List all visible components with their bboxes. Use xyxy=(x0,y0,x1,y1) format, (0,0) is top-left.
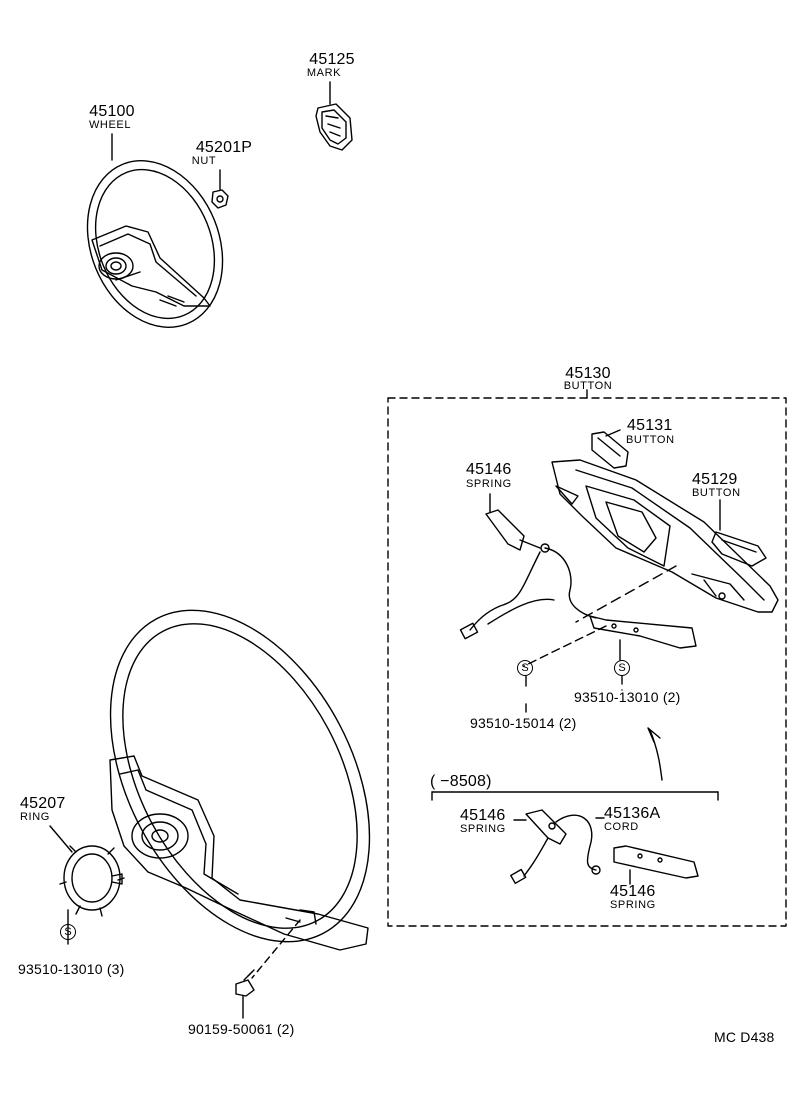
arrow xyxy=(649,729,663,781)
wheel-number: 45100 xyxy=(89,103,135,120)
button-b-number: 45129 xyxy=(692,471,738,488)
mark-number: 45125 xyxy=(309,51,355,68)
spring-right-name: SPRING xyxy=(610,899,656,911)
wheel-name: WHEEL xyxy=(88,119,132,131)
ring-name: RING xyxy=(20,811,50,823)
button-assembly-name: BUTTON xyxy=(563,380,613,392)
spring-left-name: SPRING xyxy=(460,823,506,835)
range-note: ( −8508) xyxy=(430,773,492,790)
cord-name: CORD xyxy=(604,821,639,833)
bolt-part xyxy=(235,969,255,1019)
button-b-part xyxy=(711,499,767,567)
align-line xyxy=(575,565,677,623)
screw-13010-3: 93510-13010 (3) xyxy=(18,961,125,977)
spring-right-number: 45146 xyxy=(610,883,656,900)
spring-top-number: 45146 xyxy=(466,461,512,478)
button-a-name: BUTTON xyxy=(626,434,675,446)
cord-assembly xyxy=(510,809,699,885)
mark-name: MARK xyxy=(306,67,342,79)
range-bracket xyxy=(431,791,719,801)
lower-wheel xyxy=(109,609,371,979)
contact-plate xyxy=(523,615,697,667)
button-assembly-number: 45130 xyxy=(565,365,611,382)
screw-symbol-1: S xyxy=(517,660,533,676)
cord-number: 45136A xyxy=(604,805,661,822)
upper-wheel xyxy=(86,133,224,328)
button-pad xyxy=(551,459,779,613)
nut-part xyxy=(211,169,229,209)
spring-top-name: SPRING xyxy=(466,478,512,490)
button-a-part xyxy=(591,429,629,469)
diagram-code: MC D438 xyxy=(714,1029,775,1045)
button-a-number: 45131 xyxy=(627,417,673,434)
button-b-name: BUTTON xyxy=(692,487,741,499)
screw-15014-2: 93510-15014 (2) xyxy=(470,715,577,731)
spring-left-number: 45146 xyxy=(460,807,506,824)
ring-number: 45207 xyxy=(20,795,66,812)
spring-top-part xyxy=(459,493,597,640)
mark-part xyxy=(315,81,353,151)
screw-symbol-3: S xyxy=(60,924,76,940)
nut-name: NUT xyxy=(191,155,217,167)
bolt-number: 90159-50061 (2) xyxy=(188,1021,295,1037)
screw-symbol-2: S xyxy=(614,660,630,676)
screw-13010-2: 93510-13010 (2) xyxy=(574,689,681,705)
nut-number: 45201P xyxy=(195,139,253,156)
